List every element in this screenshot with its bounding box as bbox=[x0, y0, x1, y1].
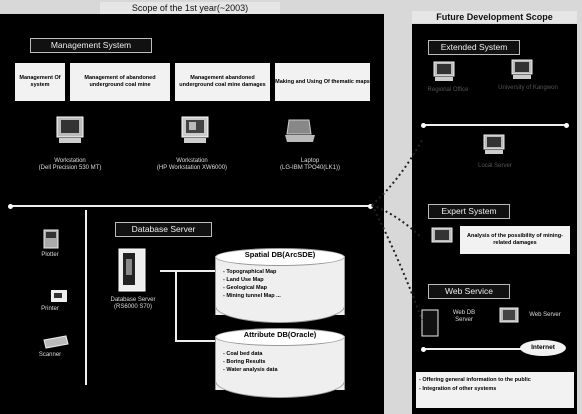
workstation-computer-icon bbox=[56, 116, 84, 143]
right-scope-title: Future Development Scope bbox=[412, 11, 577, 23]
database-server-label: Database Server (RS6000 S70) bbox=[98, 297, 168, 311]
backbone-end-dot-right bbox=[368, 204, 373, 209]
local-server-icon bbox=[483, 134, 505, 154]
laptop-model: (LG-IBM TPO40(LK1)) bbox=[280, 165, 340, 171]
plotter-label: Plotter bbox=[41, 252, 59, 258]
server-attribute-arrow bbox=[175, 340, 215, 342]
web-network-line bbox=[424, 348, 524, 350]
left-scope-title: Scope of the 1st year(~2003) bbox=[100, 2, 280, 14]
backbone-end-dot-left bbox=[8, 204, 13, 209]
web-server-icon bbox=[499, 307, 519, 323]
laptop-name: Laptop bbox=[300, 158, 320, 164]
attribute-item-1: - Coal bed data bbox=[223, 351, 263, 357]
spatial-item-1: - Topographical Map bbox=[223, 269, 277, 275]
server-spatial-arrow bbox=[160, 270, 215, 272]
management-box-2: Management of abandoned underground coal… bbox=[70, 63, 170, 101]
workstation-1-label: Workstation (Dell Precision 530 MT) bbox=[10, 158, 130, 172]
laptop-icon bbox=[285, 119, 315, 142]
expert-system-title: Expert System bbox=[428, 204, 510, 219]
workstation-computer-icon-2 bbox=[181, 116, 209, 143]
database-server-name: Database Server bbox=[110, 297, 156, 303]
internet-cloud: Internet bbox=[520, 340, 566, 356]
management-box-1: Management Of system bbox=[15, 63, 65, 101]
extended-network-line bbox=[424, 124, 568, 126]
spatial-item-4: - Mining tunnel Map ... bbox=[223, 293, 281, 299]
database-server-model: (RS6000 S70) bbox=[113, 304, 153, 310]
expert-computer-icon bbox=[431, 227, 453, 243]
workstation-2-label: Workstation (HP Workstation XW6000) bbox=[132, 158, 252, 172]
extended-system-title: Extended System bbox=[428, 40, 520, 55]
spatial-item-2: - Land Use Map bbox=[223, 277, 264, 283]
spatial-item-3: - Geological Map bbox=[223, 285, 268, 291]
workstation-1-name: Workstation bbox=[54, 158, 86, 164]
web-db-server-label: Web DB Server bbox=[452, 310, 476, 323]
attribute-db-cylinder: Attribute DB(Oracle) - Coal bed data - B… bbox=[215, 328, 345, 398]
web-server-label: Web Server bbox=[529, 312, 561, 318]
regional-office-computer-icon bbox=[433, 61, 455, 81]
management-system-title: Management System bbox=[30, 38, 152, 53]
database-server-title: Database Server bbox=[115, 222, 212, 237]
expert-analysis-box: Analysis of the possibility of mining-re… bbox=[460, 226, 570, 254]
management-box-3: Management abandoned underground coal mi… bbox=[175, 63, 270, 101]
dotted-connectors bbox=[371, 139, 423, 321]
extended-dot-right bbox=[564, 123, 569, 128]
spatial-db-list: - Topographical Map - Land Use Map - Geo… bbox=[223, 268, 281, 300]
management-box-4: Making and Using Of thematic maps bbox=[275, 63, 370, 101]
attribute-db-title: Attribute DB(Oracle) bbox=[243, 330, 317, 339]
university-computer-icon bbox=[511, 59, 533, 79]
university-label: University of Kangwon bbox=[498, 85, 558, 91]
local-server-label: Local Server bbox=[478, 163, 512, 169]
workstation-2-model: (HP Workstation XW6000) bbox=[156, 165, 228, 171]
web-dot-left bbox=[421, 347, 426, 352]
web-note-2: - Integration of other systems bbox=[419, 386, 497, 392]
spatial-db-cylinder: Spatial DB(ArcSDE) - Topographical Map -… bbox=[215, 248, 345, 323]
attribute-db-list: - Coal bed data - Boring Results - Water… bbox=[223, 350, 278, 374]
laptop-label: Laptop (LG-IBM TPO40(LK1)) bbox=[250, 158, 370, 172]
web-note-1: - Offering general information to the pu… bbox=[419, 377, 531, 383]
scanner-icon bbox=[43, 335, 69, 349]
workstation-2-name: Workstation bbox=[176, 158, 208, 164]
scanner-label: Scanner bbox=[38, 352, 62, 358]
web-service-title: Web Service bbox=[428, 284, 510, 299]
web-db-server-icon bbox=[421, 309, 439, 337]
workstation-1-model: (Dell Precision 530 MT) bbox=[38, 165, 102, 171]
network-backbone-line bbox=[12, 205, 372, 207]
server-attribute-link bbox=[175, 270, 177, 340]
web-notes-box: - Offering general information to the pu… bbox=[416, 372, 574, 408]
plotter-icon bbox=[43, 229, 59, 249]
peripheral-line bbox=[85, 210, 87, 385]
attribute-item-2: - Boring Results bbox=[223, 359, 266, 365]
spatial-db-title: Spatial DB(ArcSDE) bbox=[244, 250, 316, 259]
printer-icon bbox=[51, 290, 67, 302]
database-server-icon bbox=[118, 248, 146, 292]
internet-label: Internet bbox=[531, 344, 555, 351]
regional-office-label: Regional Office bbox=[427, 87, 469, 93]
printer-label: Printer bbox=[41, 306, 59, 312]
attribute-item-3: - Water analysis data bbox=[223, 367, 278, 373]
extended-dot-left bbox=[421, 123, 426, 128]
